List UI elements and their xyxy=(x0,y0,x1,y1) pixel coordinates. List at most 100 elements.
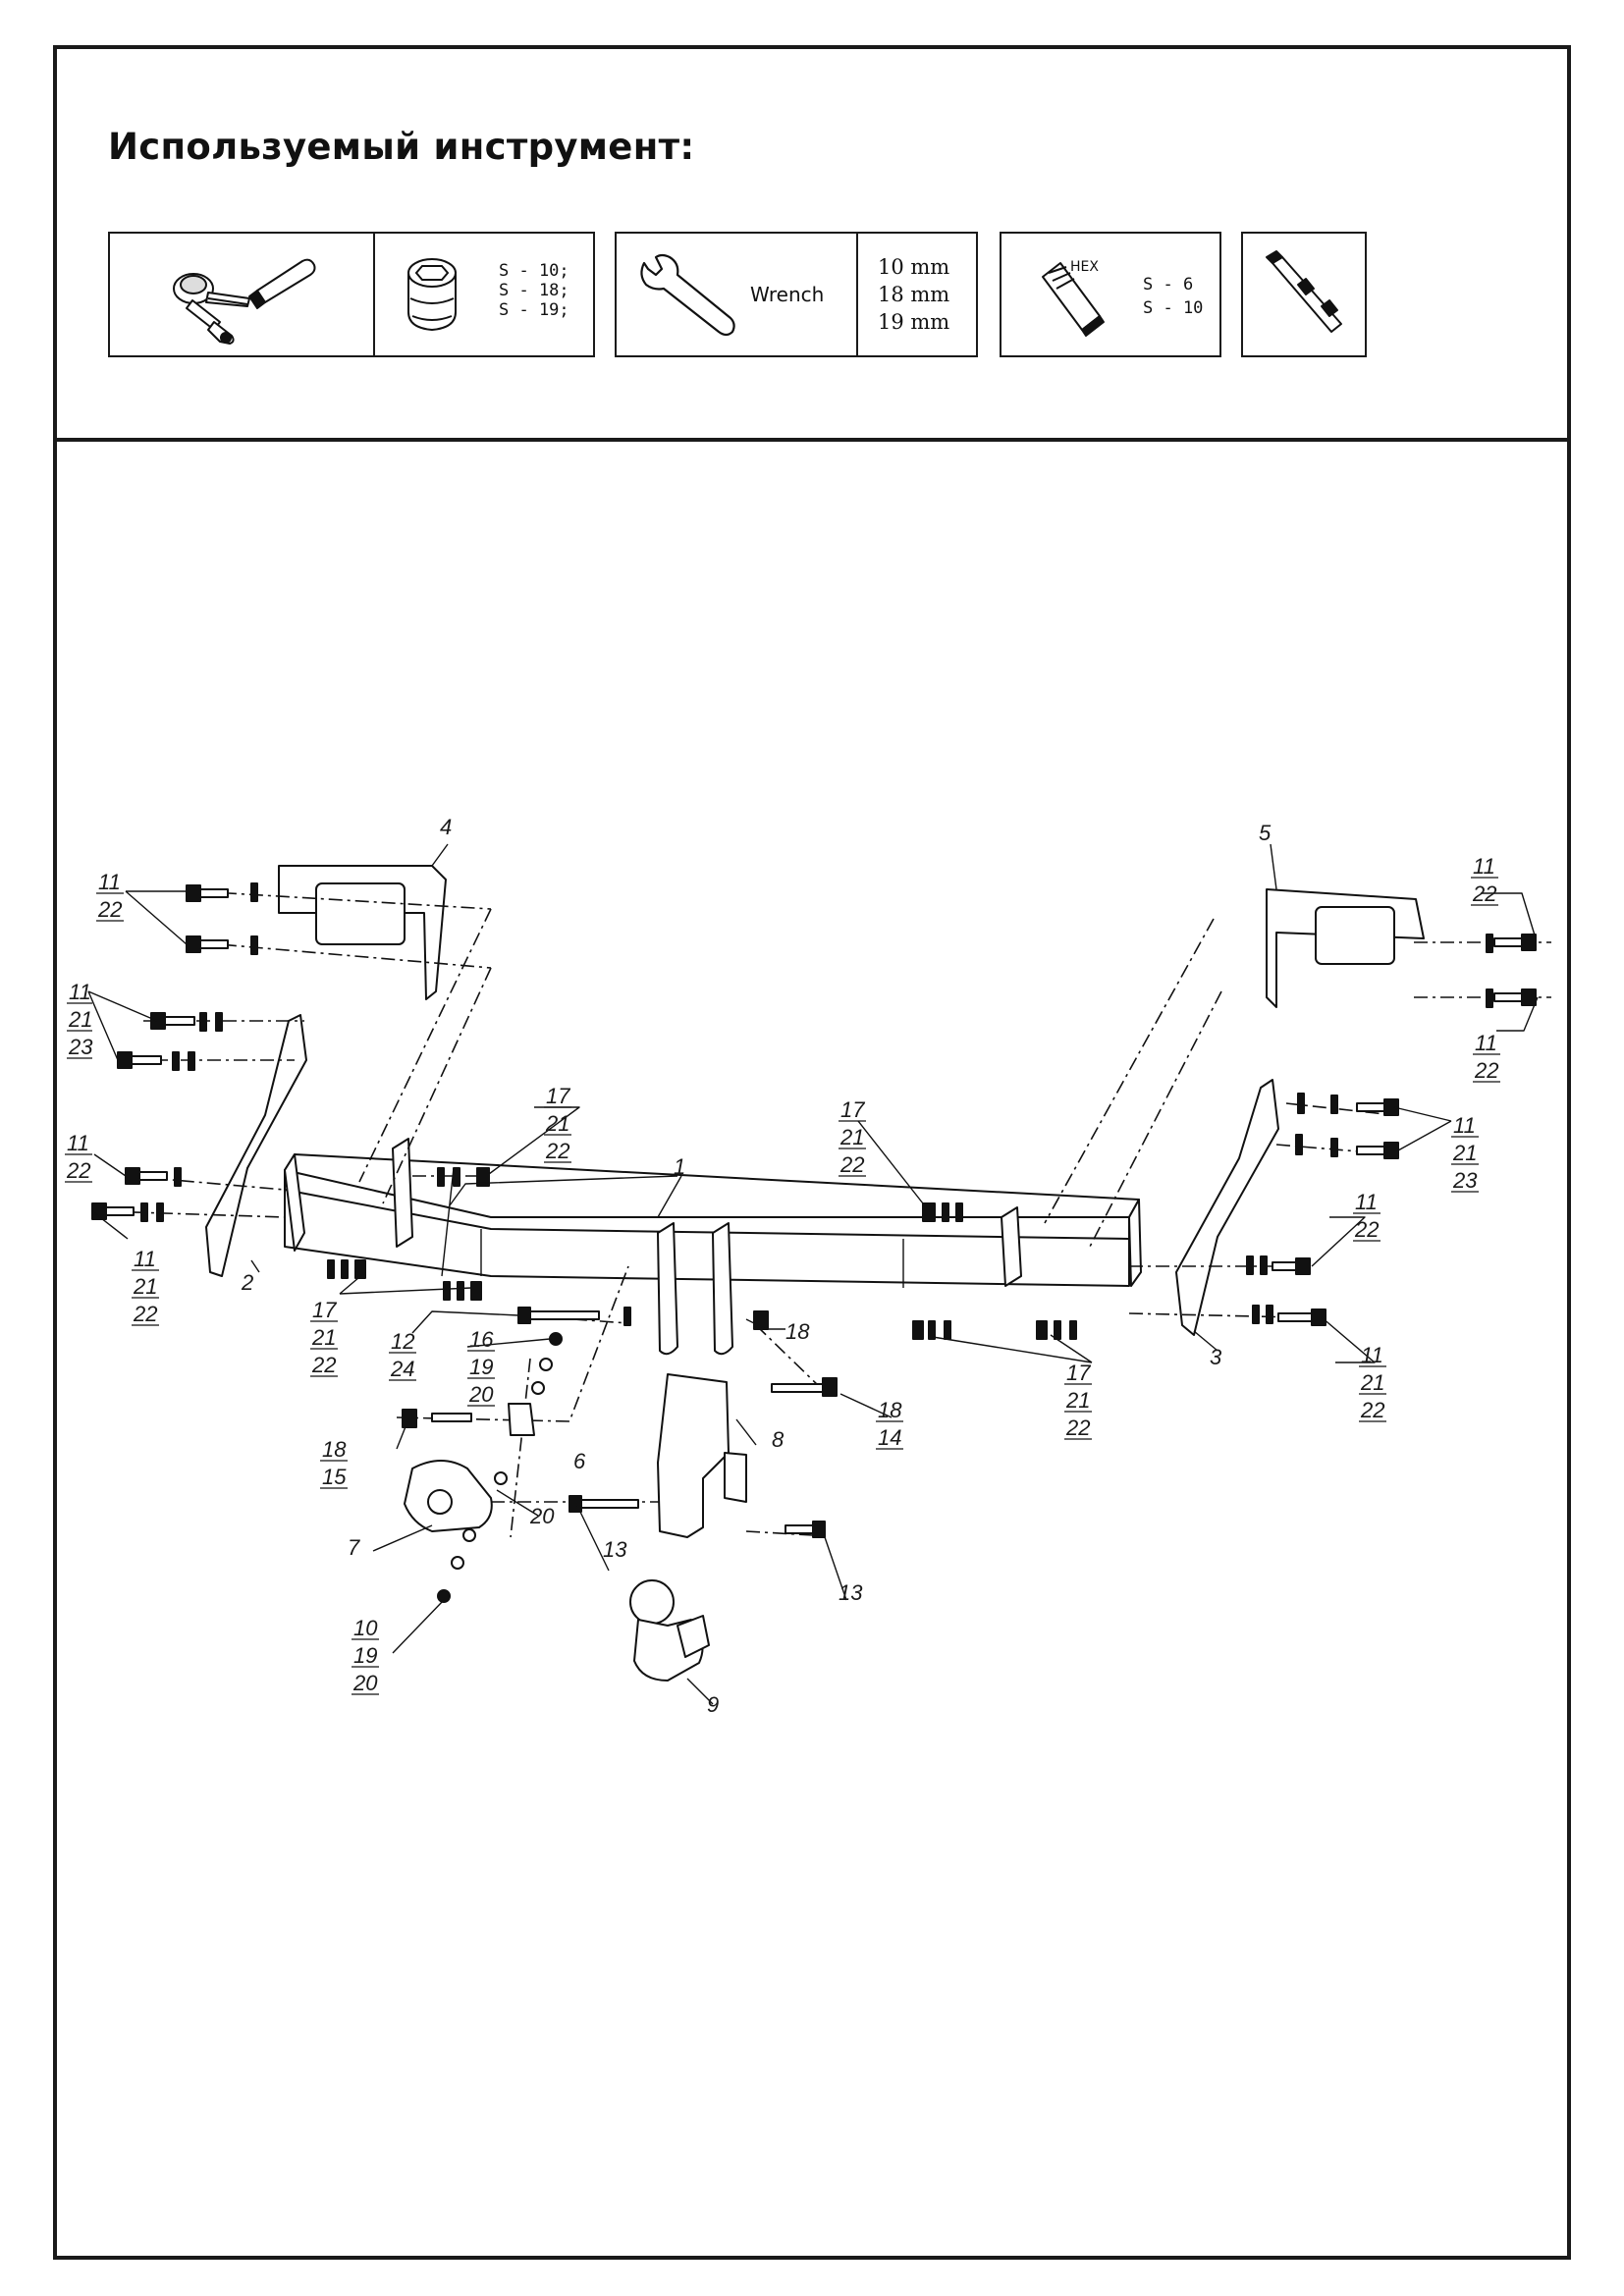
svg-text:21: 21 xyxy=(1452,1141,1477,1165)
callout-17-21-22-left-upper: 17 21 22 xyxy=(545,1084,570,1163)
svg-text:10: 10 xyxy=(353,1616,378,1640)
svg-text:11: 11 xyxy=(67,1131,89,1155)
small-bracket xyxy=(508,1403,535,1436)
callout-underlines xyxy=(65,877,1500,1695)
svg-text:22: 22 xyxy=(97,897,122,922)
svg-text:18: 18 xyxy=(322,1437,347,1462)
socket-size-10: S - 10; xyxy=(499,261,569,281)
svg-text:21: 21 xyxy=(1360,1370,1384,1395)
svg-text:21: 21 xyxy=(133,1274,157,1299)
utility-knife-icon xyxy=(1266,250,1342,333)
leader-lines xyxy=(87,843,1539,1705)
callout-part-8: 8 xyxy=(772,1427,785,1452)
svg-text:22: 22 xyxy=(311,1353,336,1377)
callout-part-2: 2 xyxy=(241,1270,253,1295)
callout-11-21-22-right: 11 21 22 xyxy=(1360,1343,1384,1422)
svg-text:22: 22 xyxy=(66,1158,90,1183)
hex-size-10: S - 10 xyxy=(1143,298,1204,318)
callout-17-21-22-left-lower: 17 21 22 xyxy=(311,1298,337,1377)
center-plate-a xyxy=(657,1222,678,1356)
crossbar-part xyxy=(284,1153,1142,1288)
callout-17-21-22-center: 17 21 22 xyxy=(839,1097,865,1177)
svg-text:11: 11 xyxy=(1361,1343,1383,1367)
svg-text:16: 16 xyxy=(469,1327,494,1352)
callout-11-22-mid-left: 11 22 xyxy=(66,1131,90,1183)
svg-text:21: 21 xyxy=(311,1325,336,1350)
callout-18-a: 18 xyxy=(785,1319,810,1344)
callout-part-6: 6 xyxy=(573,1449,586,1473)
callout-16-19-20: 16 19 20 xyxy=(468,1327,494,1407)
svg-text:17: 17 xyxy=(840,1097,865,1122)
svg-text:13: 13 xyxy=(839,1580,863,1605)
callout-part-5: 5 xyxy=(1259,821,1272,845)
socket-icon xyxy=(407,258,457,332)
svg-text:11: 11 xyxy=(1453,1113,1476,1138)
svg-text:21: 21 xyxy=(545,1111,569,1136)
wrench-sizes-cell: 10 mm 18 mm 19 mm xyxy=(856,234,976,355)
tool-box-wrench: Wrench 10 mm 18 mm 19 mm xyxy=(615,232,978,357)
svg-text:17: 17 xyxy=(312,1298,337,1322)
svg-text:11: 11 xyxy=(98,870,121,894)
wrench-size-10: 10 mm xyxy=(878,255,950,279)
hex-size-6: S - 6 xyxy=(1143,275,1194,294)
callout-11-21-22-left: 11 21 22 xyxy=(133,1247,157,1326)
svg-text:21: 21 xyxy=(1065,1388,1090,1413)
svg-text:22: 22 xyxy=(1065,1415,1090,1440)
callout-11-21-23-right: 11 21 23 xyxy=(1452,1113,1478,1193)
wrench-label: Wrench xyxy=(750,283,825,306)
tow-ball xyxy=(629,1579,710,1682)
callout-part-3: 3 xyxy=(1210,1345,1222,1369)
callout-11-21-23-left: 11 21 23 xyxy=(68,980,93,1059)
svg-text:12: 12 xyxy=(391,1329,414,1354)
svg-text:20: 20 xyxy=(352,1671,378,1695)
svg-text:23: 23 xyxy=(68,1035,93,1059)
svg-text:20: 20 xyxy=(529,1504,555,1528)
hex-tag: HEX xyxy=(1070,259,1099,275)
svg-text:11: 11 xyxy=(1475,1031,1497,1055)
page-title: Используемый инструмент: xyxy=(108,126,695,168)
svg-text:19: 19 xyxy=(353,1643,377,1668)
wrench-size-19: 19 mm xyxy=(878,310,950,334)
callout-12-24: 12 24 xyxy=(390,1329,414,1381)
left-arm-part xyxy=(205,1014,307,1277)
callout-11-22-mid-right: 11 22 xyxy=(1474,1031,1498,1083)
wrench-cell: Wrench xyxy=(617,234,856,355)
socket-size-19: S - 19; xyxy=(499,300,569,320)
svg-text:14: 14 xyxy=(878,1425,901,1450)
callout-part-1: 1 xyxy=(674,1154,685,1179)
callout-20: 20 xyxy=(529,1504,555,1528)
socket-sizes: S - 10; S - 18; S - 19; xyxy=(499,261,569,320)
svg-text:24: 24 xyxy=(390,1357,414,1381)
callout-10-19-20: 10 19 20 xyxy=(352,1616,378,1695)
callout-18-15: 18 15 xyxy=(322,1437,347,1489)
bracket-right xyxy=(1001,1206,1022,1287)
svg-text:17: 17 xyxy=(546,1084,570,1108)
svg-text:11: 11 xyxy=(134,1247,156,1271)
callout-11-22-top-left: 11 22 xyxy=(97,870,122,922)
bracket-left xyxy=(392,1138,413,1248)
callout-17-21-22-right-lower: 17 21 22 xyxy=(1065,1361,1091,1440)
svg-text:18: 18 xyxy=(878,1398,902,1422)
callout-part-9: 9 xyxy=(707,1692,719,1717)
svg-text:22: 22 xyxy=(1472,881,1496,906)
tool-box-ratchet-socket: S - 10; S - 18; S - 19; xyxy=(108,232,595,357)
ratchet-icon xyxy=(173,258,316,345)
ratchet-cell xyxy=(110,234,373,355)
svg-text:21: 21 xyxy=(839,1125,864,1149)
header-divider xyxy=(53,438,1571,442)
tool-box-knife xyxy=(1241,232,1367,357)
callout-labels: 1 2 3 4 5 6 7 8 9 11 22 11 21 23 11 22 1… xyxy=(66,815,1498,1717)
callout-part-7: 7 xyxy=(348,1535,360,1560)
wrench-icon xyxy=(640,253,735,337)
tool-box-hex: HEX S - 6 S - 10 xyxy=(1000,232,1221,357)
svg-text:11: 11 xyxy=(1473,854,1495,879)
socket-cell: S - 10; S - 18; S - 19; xyxy=(373,234,593,355)
hex-sizes: S - 6 S - 10 xyxy=(1143,273,1203,320)
callout-11-22-right-2: 11 22 xyxy=(1354,1190,1379,1242)
svg-text:11: 11 xyxy=(69,980,91,1004)
svg-text:22: 22 xyxy=(1360,1398,1384,1422)
callout-18-14: 18 14 xyxy=(878,1398,902,1450)
socket-size-18: S - 18; xyxy=(499,281,569,300)
svg-text:15: 15 xyxy=(322,1465,347,1489)
